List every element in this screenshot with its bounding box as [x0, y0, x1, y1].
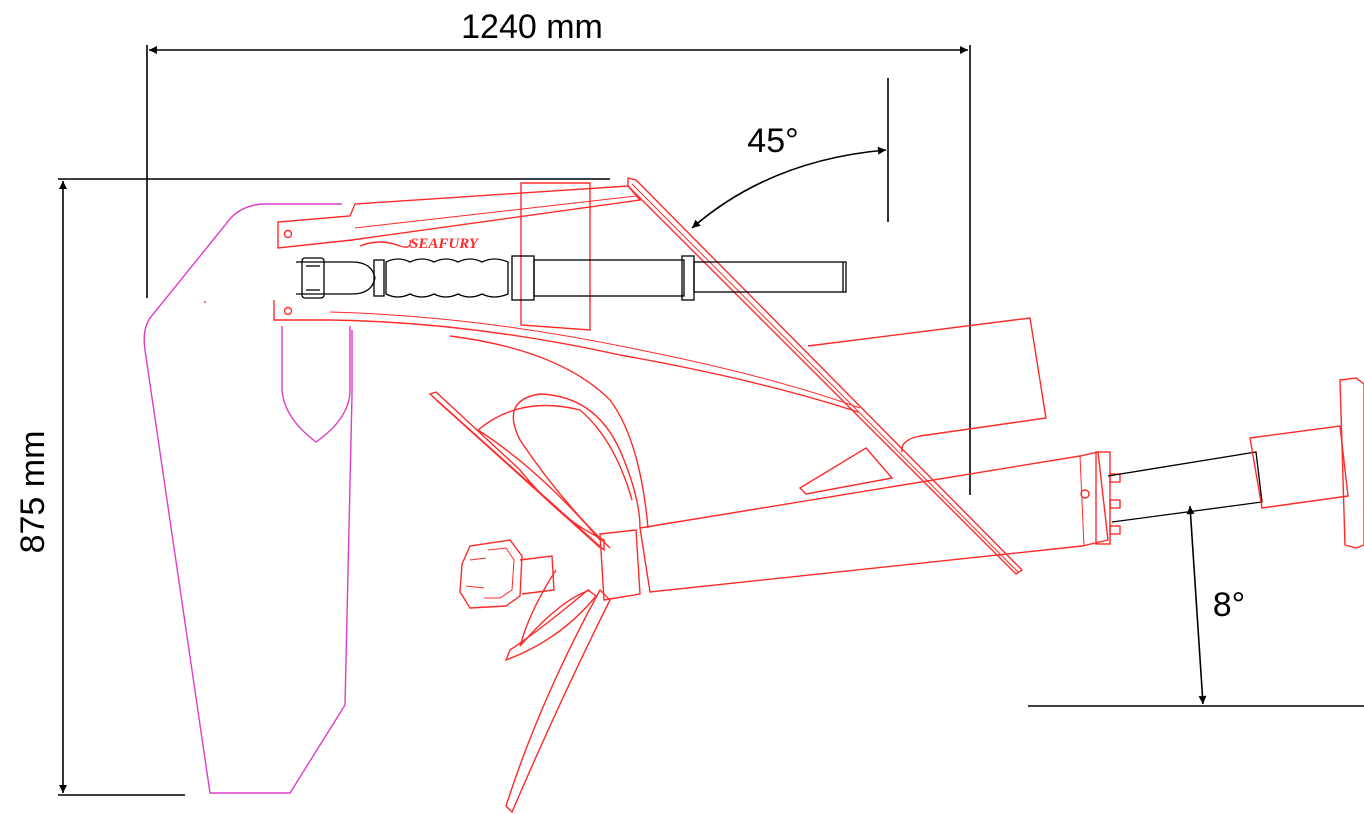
shaft-bolt-hole [1080, 489, 1090, 499]
tilt-angle-label: 45° [747, 122, 798, 160]
shaft-flange [1095, 451, 1111, 545]
housing-window [798, 447, 894, 495]
propeller-hub [599, 529, 641, 601]
rudder-blade-outline [143, 203, 353, 794]
shaft-angle-dimension: 8° [1028, 505, 1364, 707]
height-dimension: 875 mm [14, 178, 610, 796]
propeller-nut [459, 539, 523, 609]
upper-arm-inner [354, 195, 637, 229]
ram-bellows [385, 258, 509, 298]
rudder-point [204, 301, 206, 303]
shaft-angle-line [1186, 505, 1207, 705]
rudder-stock-outline [281, 326, 351, 443]
propeller-blade-left-edge [435, 399, 601, 549]
tilt-angle-arc [691, 146, 887, 229]
skeg-curve [449, 335, 649, 529]
propeller-nut-line-2 [465, 585, 485, 589]
height-label: 875 mm [14, 431, 52, 554]
shaft-coupling [1249, 425, 1349, 509]
propeller-blade-lower [505, 588, 611, 814]
propeller-blade-upper-back [476, 404, 633, 541]
seafury-logo-swoosh [359, 239, 411, 248]
shaft-tube [639, 451, 1109, 593]
ram-rod-end [373, 259, 385, 297]
ram-clevis-pin [301, 257, 325, 299]
propeller-blade-left [428, 391, 605, 552]
propeller-washer [519, 555, 555, 595]
drive-shaft [1107, 451, 1263, 523]
seafury-logo: SEAFURY [410, 236, 480, 252]
width-label: 1240 mm [461, 8, 603, 46]
lower-arm [273, 300, 859, 413]
upper-arm [277, 185, 642, 249]
propeller-nut-line-1 [469, 557, 487, 561]
ram-gland [511, 255, 535, 301]
ram-rear-body [693, 261, 847, 293]
shaft-angle-label: 8° [1213, 586, 1246, 624]
propeller-blade-lower-small [504, 589, 598, 662]
rudder [143, 203, 353, 794]
mounting-bracket: SEAFURY [273, 177, 1024, 575]
tilt-diagonal-inner [631, 183, 1019, 573]
propeller-blade-lower-inner [519, 569, 591, 647]
tilt-diagonal-plate [627, 177, 1024, 575]
tilt-angle-dimension: 45° [691, 78, 889, 229]
hydraulic-ram [296, 255, 847, 301]
propeller-blade-upper [512, 393, 641, 549]
shaft-tube-seam [1079, 455, 1085, 547]
flange-bolt-1 [1109, 473, 1121, 483]
lower-pivot-pin [283, 306, 293, 316]
lower-arm-inner [329, 311, 861, 409]
gearbox-flange [1339, 377, 1364, 549]
ram-cylinder [533, 259, 685, 297]
drive-housing [599, 317, 1364, 601]
propeller-nut-face [484, 547, 515, 599]
ram-clevis [296, 261, 376, 295]
flange-bolt-2 [1109, 499, 1121, 509]
housing-upper-box [807, 317, 1047, 453]
flange-bolt-3 [1109, 525, 1121, 535]
upper-pivot-pin [283, 229, 293, 239]
propeller [428, 335, 649, 814]
transom-plate [520, 182, 591, 331]
width-dimension: 1240 mm [146, 8, 971, 495]
